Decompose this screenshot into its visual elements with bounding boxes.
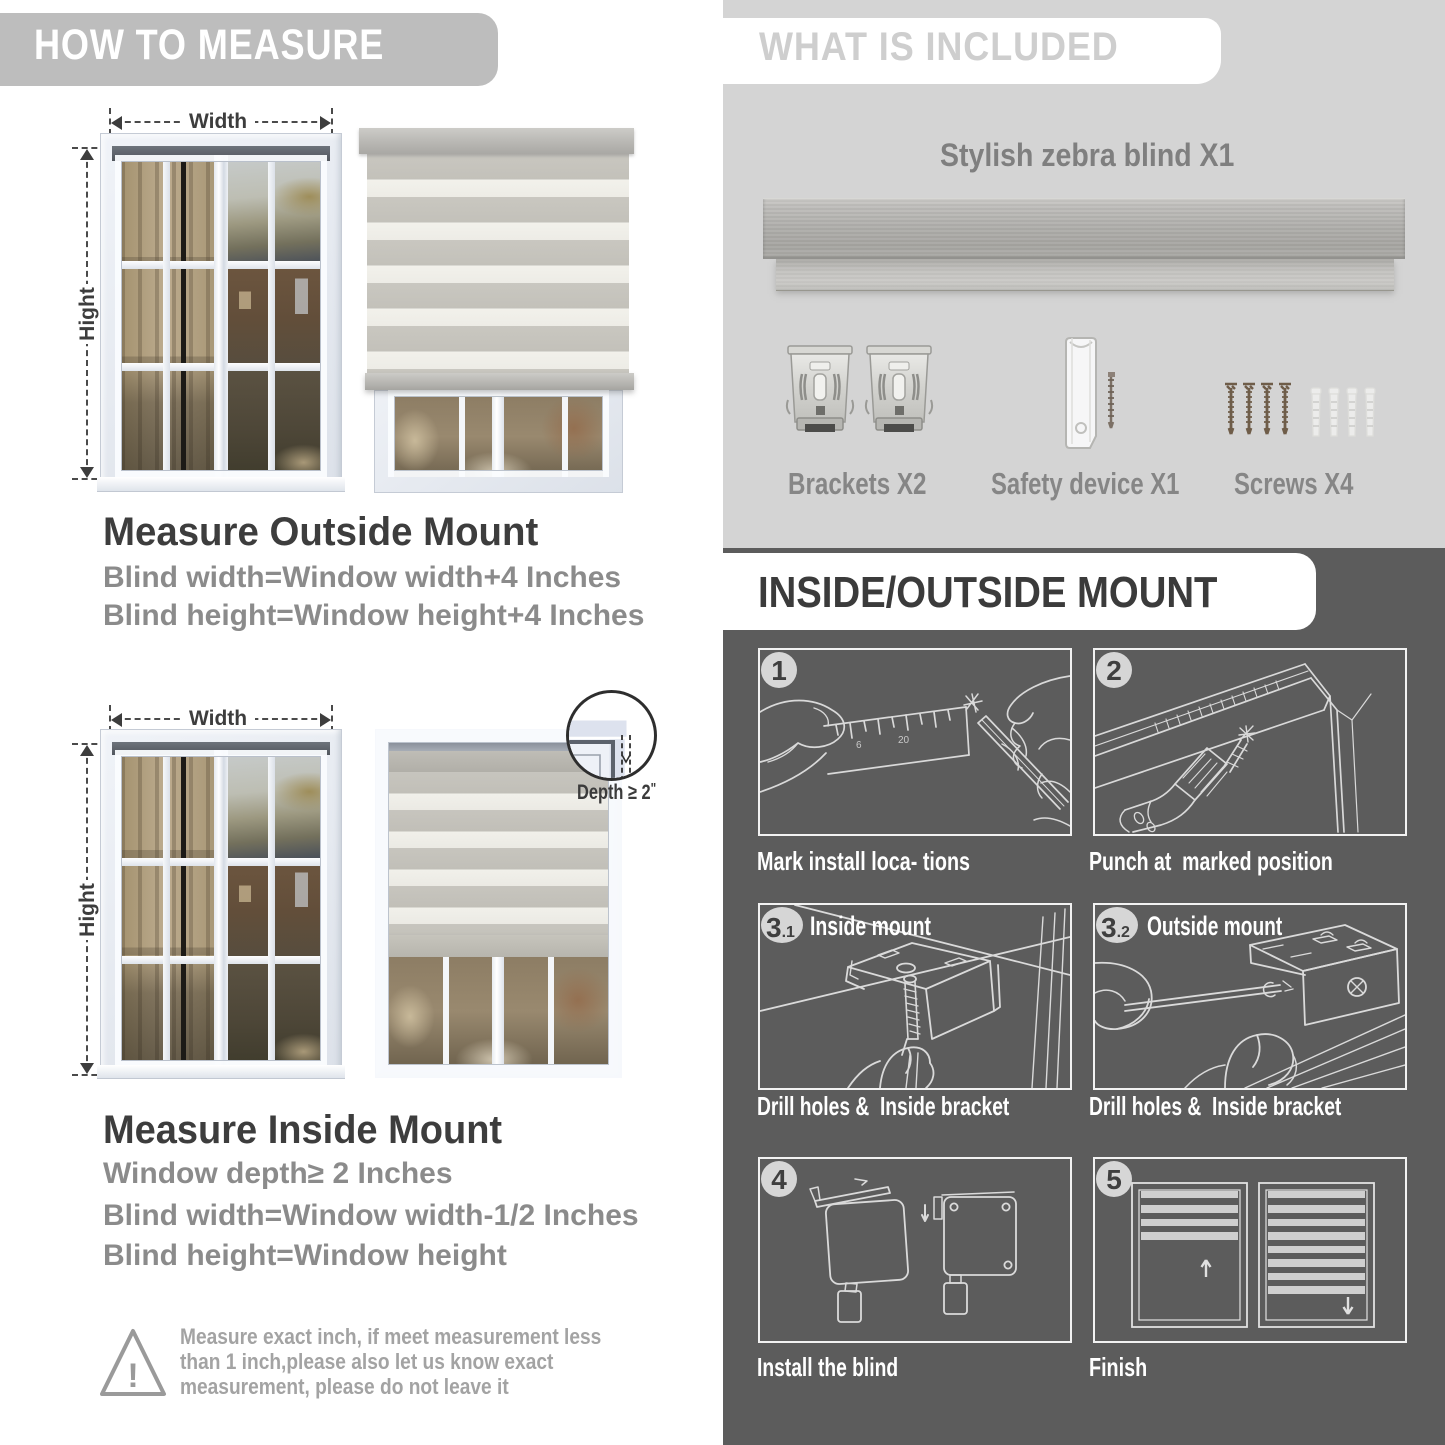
svg-text:20: 20: [898, 735, 910, 746]
svg-text:6: 6: [856, 740, 862, 751]
svg-text:!: !: [127, 1357, 138, 1395]
